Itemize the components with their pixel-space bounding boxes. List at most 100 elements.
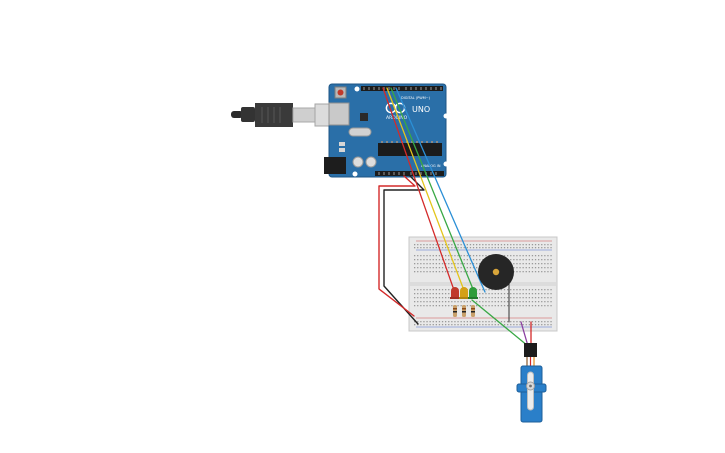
resistor[interactable] xyxy=(462,305,466,317)
breadboard-hole xyxy=(454,247,456,249)
breadboard-hole xyxy=(503,289,506,291)
breadboard-hole xyxy=(525,293,527,295)
breadboard-hole xyxy=(519,255,521,257)
breadboard-hole xyxy=(429,259,431,261)
breadboard-hole xyxy=(460,244,462,246)
breadboard-hole xyxy=(466,255,468,257)
breadboard-hole xyxy=(423,305,425,307)
breadboard-hole xyxy=(522,271,524,273)
breadboard-hole xyxy=(451,321,453,323)
breadboard-hole xyxy=(429,321,431,323)
breadboard-hole xyxy=(516,324,518,326)
servo-motor[interactable] xyxy=(516,343,547,423)
breadboard-hole xyxy=(423,271,425,273)
arduino-uno-board[interactable]: ARDUINO UNO DIGITAL (PWM~) ANALOG IN xyxy=(324,83,449,178)
breadboard-hole xyxy=(531,305,534,307)
breadboard-hole xyxy=(423,255,425,257)
breadboard-hole xyxy=(476,255,478,257)
breadboard-hole xyxy=(445,247,447,249)
breadboard-hole xyxy=(414,297,416,299)
breadboard-hole xyxy=(420,321,422,323)
breadboard-hole xyxy=(519,297,521,299)
breadboard-hole xyxy=(500,297,503,299)
breadboard-hole xyxy=(525,271,527,273)
resistor[interactable] xyxy=(453,305,457,317)
breadboard-hole xyxy=(469,263,472,265)
breadboard-hole xyxy=(445,297,447,299)
breadboard-hole xyxy=(516,321,518,323)
breadboard-hole xyxy=(534,259,537,261)
breadboard-hole xyxy=(423,321,425,323)
breadboard-hole xyxy=(457,259,459,261)
breadboard-hole xyxy=(516,263,518,265)
breadboard-hole xyxy=(541,247,543,249)
breadboard-hole xyxy=(550,289,552,291)
breadboard-hole xyxy=(445,271,447,273)
breadboard-hole xyxy=(445,259,447,261)
breadboard-hole xyxy=(426,263,428,265)
led-red[interactable] xyxy=(450,287,460,299)
breadboard-hole xyxy=(423,263,425,265)
breadboard-hole xyxy=(426,321,428,323)
led-green[interactable] xyxy=(468,287,478,299)
breadboard-hole xyxy=(482,259,484,261)
breadboard-hole xyxy=(435,247,437,249)
breadboard-hole xyxy=(538,305,540,307)
breadboard-hole xyxy=(451,255,453,257)
breadboard-hole xyxy=(547,267,549,269)
breadboard-hole xyxy=(463,255,465,257)
breadboard-hole xyxy=(525,259,527,261)
resistor[interactable] xyxy=(471,305,475,317)
breadboard-hole xyxy=(497,244,499,246)
breadboard-hole xyxy=(420,255,422,257)
breadboard-hole xyxy=(541,263,543,265)
breadboard-hole xyxy=(414,321,416,323)
breadboard-hole xyxy=(435,289,437,291)
breadboard-hole xyxy=(438,259,441,261)
piezo-buzzer[interactable] xyxy=(478,254,514,290)
breadboard-hole xyxy=(457,247,459,249)
breadboard-hole xyxy=(522,267,524,269)
board-brand: ARDUINO xyxy=(386,115,408,121)
breadboard-hole xyxy=(528,324,530,326)
led-yellow[interactable] xyxy=(459,287,469,299)
digital-label: DIGITAL (PWM~) xyxy=(401,96,431,100)
breadboard-hole xyxy=(531,259,534,261)
breadboard-hole xyxy=(429,244,431,246)
breadboard-hole xyxy=(479,324,481,326)
breadboard-hole xyxy=(482,321,484,323)
breadboard-hole xyxy=(469,267,472,269)
breadboard-hole xyxy=(438,255,441,257)
breadboard-hole xyxy=(547,263,549,265)
breadboard-hole xyxy=(414,301,416,303)
breadboard-hole xyxy=(432,263,434,265)
breadboard-hole xyxy=(497,293,499,295)
breadboard-hole xyxy=(482,324,484,326)
breadboard-hole xyxy=(550,293,552,295)
breadboard-hole xyxy=(528,321,530,323)
breadboard-hole xyxy=(550,244,552,246)
breadboard-hole xyxy=(417,255,419,257)
breadboard-hole xyxy=(426,289,428,291)
breadboard-hole xyxy=(494,293,496,295)
breadboard-hole xyxy=(525,321,527,323)
breadboard-hole xyxy=(510,293,512,295)
breadboard-hole xyxy=(420,297,422,299)
breadboard-hole xyxy=(482,305,484,307)
breadboard-hole xyxy=(476,247,478,249)
breadboard-hole xyxy=(451,305,453,307)
breadboard-hole xyxy=(476,267,478,269)
breadboard-hole xyxy=(448,255,450,257)
breadboard-hole xyxy=(534,321,537,323)
breadboard-hole xyxy=(429,267,431,269)
breadboard-hole xyxy=(457,324,459,326)
breadboard-hole xyxy=(513,259,515,261)
breadboard-hole xyxy=(522,289,524,291)
wire-black xyxy=(383,175,425,325)
breadboard-hole xyxy=(441,301,444,303)
wire-yellow-signal xyxy=(386,87,466,294)
breadboard-hole xyxy=(547,289,549,291)
breadboard-hole xyxy=(417,263,419,265)
breadboard-hole xyxy=(414,247,416,249)
breadboard-hole xyxy=(435,271,437,273)
